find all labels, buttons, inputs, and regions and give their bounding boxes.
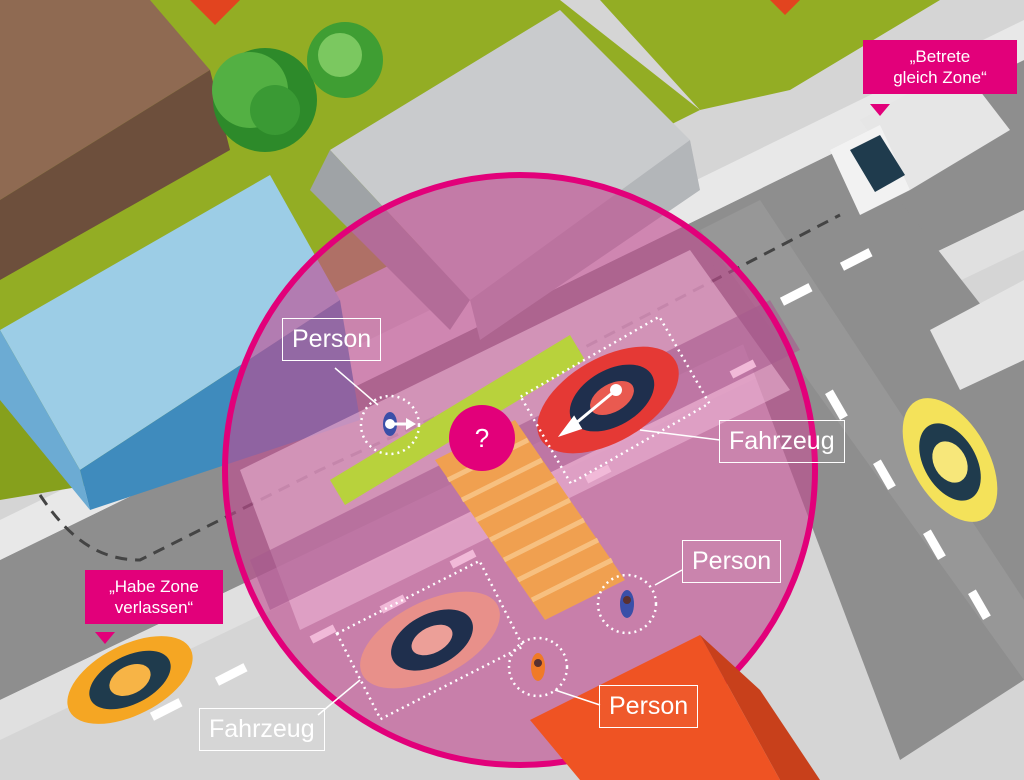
vehicle-label: Fahrzeug xyxy=(719,420,845,463)
direction-arrow-icon xyxy=(557,384,622,437)
roof-red-top xyxy=(190,0,240,25)
person-label: Person xyxy=(682,540,782,583)
person-icon xyxy=(596,573,658,635)
person-label: Person xyxy=(282,318,382,361)
movement-path xyxy=(38,213,841,562)
car-icon xyxy=(902,398,998,522)
building-brown xyxy=(0,0,210,200)
vehicle-label: Fahrzeug xyxy=(199,708,325,751)
building-blue xyxy=(0,175,340,470)
car-icon xyxy=(67,636,193,724)
speech-bubble-tail xyxy=(95,632,115,644)
speech-bubble-tail xyxy=(870,104,890,116)
vehicle-detection-box xyxy=(335,559,525,721)
person-icon xyxy=(507,636,569,698)
speech-bubble-leaving: „Habe Zone verlassen“ xyxy=(85,570,223,624)
building-red xyxy=(530,635,820,780)
tree-icon xyxy=(307,22,383,98)
person-icon xyxy=(359,394,421,456)
person-label: Person xyxy=(599,685,699,728)
car-icon xyxy=(360,591,500,689)
tree-icon xyxy=(212,48,317,152)
lane-markings xyxy=(149,248,873,721)
unknown-intent-marker: ? xyxy=(449,405,515,471)
truck-icon xyxy=(830,65,1010,215)
speech-bubble-entering: „Betrete gleich Zone“ xyxy=(863,40,1017,94)
zone-border xyxy=(222,172,818,768)
side-road xyxy=(700,150,1024,760)
vehicle-detection-box xyxy=(519,314,711,486)
